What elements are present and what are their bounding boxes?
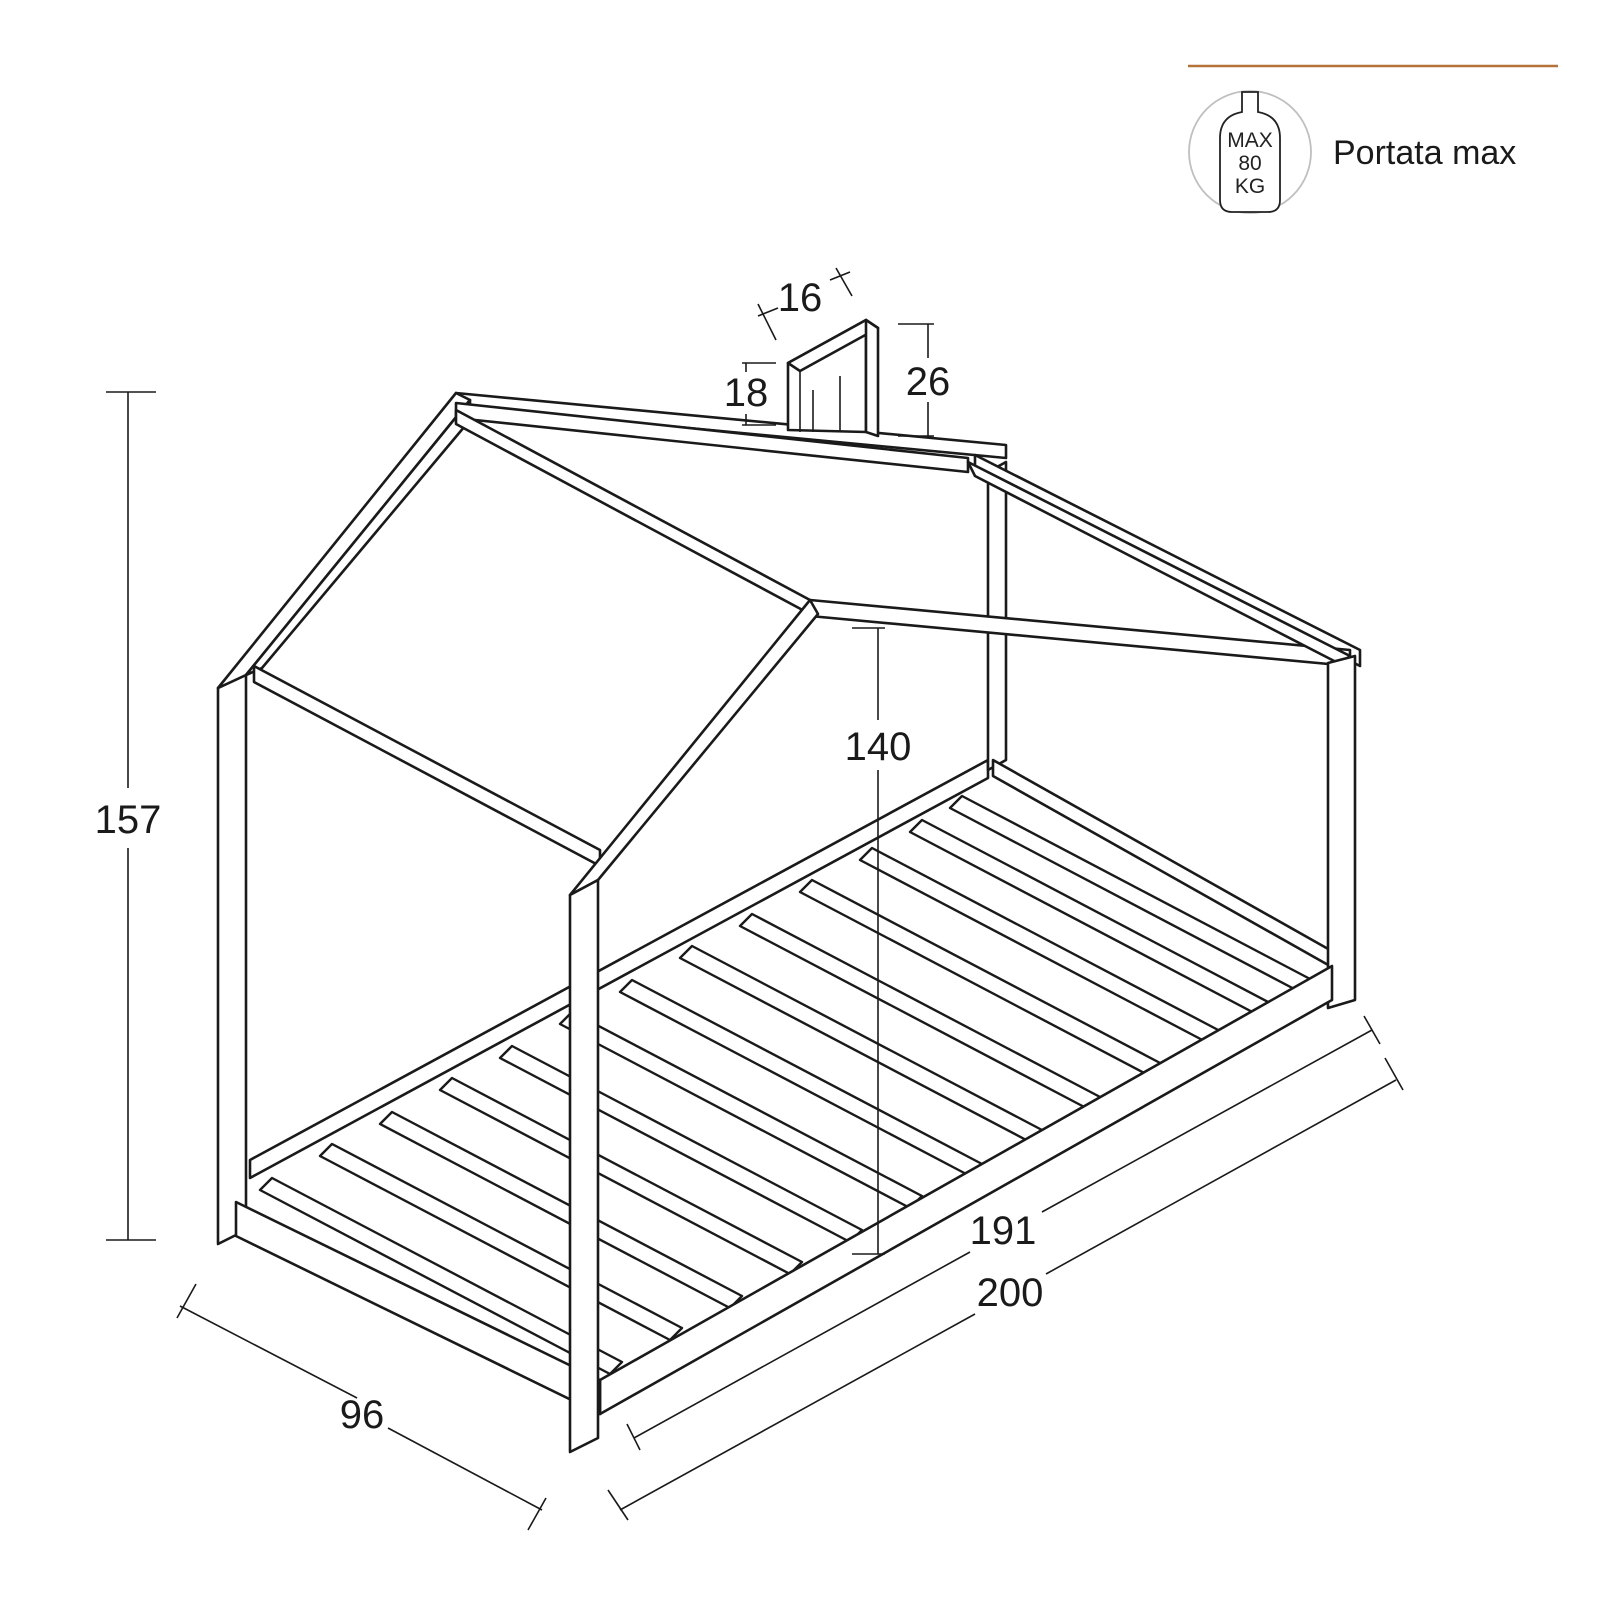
slat — [908, 818, 1274, 1018]
slat — [438, 1076, 804, 1276]
slat — [378, 1110, 744, 1310]
weight-badge-line2: 80 — [1238, 152, 1261, 175]
dim-inner-length: 191 — [970, 1209, 1037, 1253]
dim-headboard-height: 26 — [906, 360, 951, 404]
head-end-rail — [991, 758, 1332, 968]
left-roof-outer — [216, 391, 472, 690]
foot-end-rail — [234, 1200, 602, 1416]
dim-outer-length: 200 — [977, 1271, 1044, 1315]
front-roof-outer — [568, 598, 820, 897]
dim-inner-height: 140 — [845, 725, 912, 769]
dim-beam-depth: 18 — [724, 371, 769, 415]
weight-icon: MAX 80 KG — [1219, 91, 1281, 213]
slat — [558, 1010, 924, 1210]
legend: MAX 80 KG Portata max — [1188, 64, 1558, 214]
left-roof-inner — [244, 398, 472, 677]
front-right-post — [1326, 654, 1357, 1010]
weight-badge-line1: MAX — [1227, 129, 1273, 152]
front-left-post — [568, 878, 600, 1454]
rear-right-post — [986, 460, 1008, 772]
dim-beam-width: 16 — [778, 276, 823, 320]
bed-frame — [216, 318, 1362, 1454]
legend-label: Portata max — [1333, 134, 1516, 172]
dim-width: 96 — [340, 1393, 385, 1437]
dim-overall-height: 157 — [95, 798, 162, 842]
back-side-rail — [248, 758, 990, 1180]
rear-left-post — [216, 673, 248, 1246]
dimension-lines: 157 140 96 191 200 16 — [95, 267, 1404, 1531]
slat — [948, 794, 1314, 994]
weight-badge-line3: KG — [1235, 175, 1265, 198]
chimney-side — [864, 318, 880, 438]
slat — [258, 1176, 624, 1376]
left-mid-rafter — [252, 664, 602, 868]
